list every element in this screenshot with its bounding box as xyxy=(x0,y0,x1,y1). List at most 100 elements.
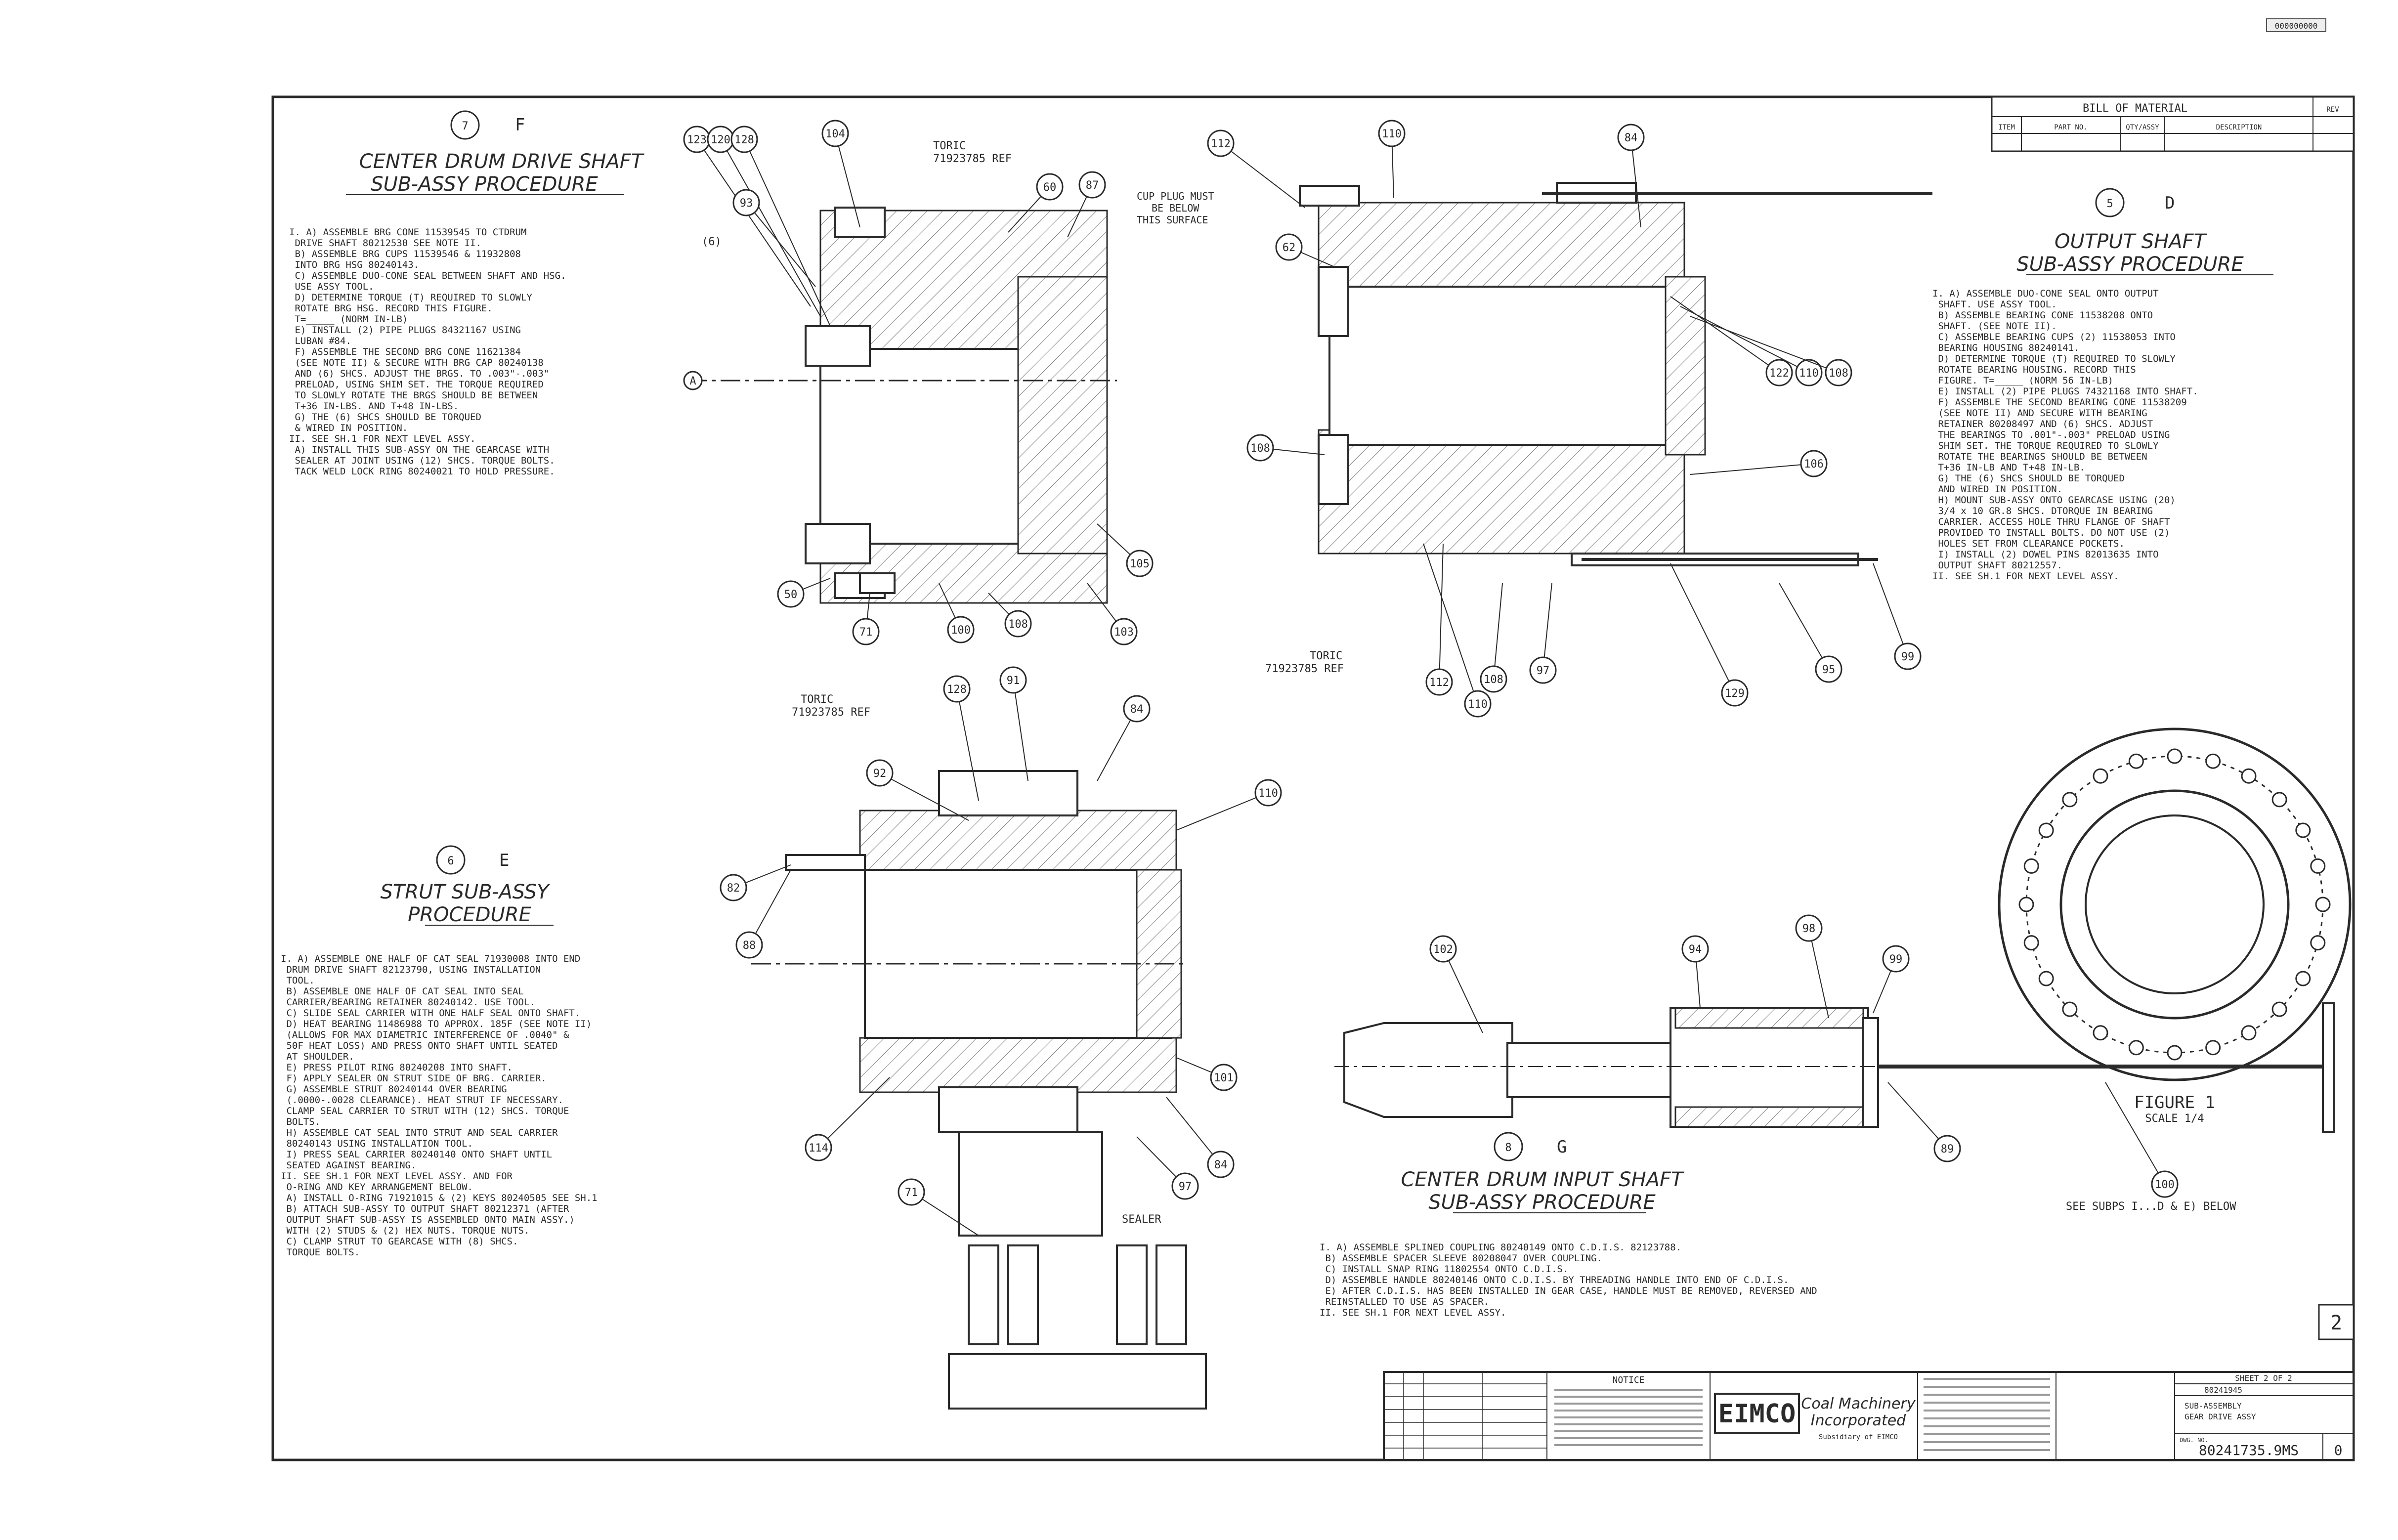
e-step-line: (ALLOWS FOR MAX DIAMETRIC INTERFERENCE O… xyxy=(281,1029,569,1040)
sheet-marker: 2 xyxy=(2330,1312,2342,1334)
view-e-toric-label: TORIC xyxy=(801,693,833,706)
leader-line xyxy=(1808,928,1829,1019)
view-d-procedure: 5 D OUTPUT SHAFT SUB-ASSY PROCEDURE I. A… xyxy=(1932,188,2273,582)
callout-balloon xyxy=(720,874,747,901)
sheet-border xyxy=(271,95,2355,1461)
d-step-line: B) ASSEMBLE BEARING CONE 11538208 ONTO xyxy=(1932,310,2153,321)
d-step-line: OUTPUT SHAFT 80212557. xyxy=(1932,560,2062,571)
callout-balloon xyxy=(1210,1064,1238,1091)
callout-number: 122 xyxy=(1769,367,1789,380)
f-step-line: AND (6) SHCS. ADJUST THE BRGS. TO .003"-… xyxy=(289,368,549,379)
f-step-line: II. SEE SH.1 FOR NEXT LEVEL ASSY. xyxy=(289,433,476,444)
bolt-hole xyxy=(2128,753,2144,769)
e-step-line: CLAMP SEAL CARRIER TO STRUT WITH (12) SH… xyxy=(281,1106,569,1116)
leader-line xyxy=(835,133,860,228)
view-f-procedure: 7 F CENTER DRUM DRIVE SHAFT SUB-ASSY PRO… xyxy=(289,110,645,477)
leader-line xyxy=(744,139,831,327)
callout-number: 95 xyxy=(1822,664,1836,676)
bolt-hole xyxy=(2023,935,2039,951)
e-step-line: G) ASSEMBLE STRUT 80240144 OVER BEARING xyxy=(281,1084,507,1095)
view-d-note-surface: THIS SURFACE xyxy=(1137,214,1208,226)
bolt-hole xyxy=(2167,748,2183,764)
bom-rev: REV xyxy=(2326,106,2339,114)
corner-stamp: 000000000 xyxy=(2275,21,2318,31)
leader-line xyxy=(1423,543,1478,704)
callout-balloon xyxy=(943,675,971,703)
callout-number: 62 xyxy=(1283,242,1296,254)
callout-number: 82 xyxy=(727,882,740,895)
f-step-line: & WIRED IN POSITION. xyxy=(289,423,408,433)
bolt-hole xyxy=(2241,768,2257,784)
d-step-line: CARRIER. ACCESS HOLE THRU FLANGE OF SHAF… xyxy=(1932,516,2170,527)
g-step-line: C) INSTALL SNAP RING 11802554 ONTO C.D.I… xyxy=(1320,1264,1568,1275)
view-e-title-line1: STRUT SUB-ASSY xyxy=(380,881,551,903)
callout-number: 110 xyxy=(1468,698,1488,711)
bolt-hole xyxy=(2295,822,2311,838)
d-step-line: ROTATE THE BEARINGS SHOULD BE BETWEEN xyxy=(1932,451,2147,462)
view-e-steps: I. A) ASSEMBLE ONE HALF OF CAT SEAL 7193… xyxy=(281,953,598,1258)
bolt-hole xyxy=(2062,1001,2078,1017)
view-d-toric-part: 71923785 REF xyxy=(1265,663,1344,675)
bolt-hole xyxy=(2062,792,2078,808)
callout-balloon xyxy=(1894,642,1922,670)
leader-line xyxy=(1439,543,1444,683)
bolt-hole xyxy=(2023,858,2039,874)
leader-line xyxy=(1097,708,1137,781)
view-g-procedure: 8 G CENTER DRUM INPUT SHAFT SUB-ASSY PRO… xyxy=(1320,1132,1817,1318)
f-step-line: B) ASSEMBLE BRG CUPS 11539546 & 11932808 xyxy=(289,249,521,259)
leader-line xyxy=(1690,463,1814,475)
title-line2: GEAR DRIVE ASSY xyxy=(2184,1412,2256,1421)
d-step-line: FIGURE. T=_____ (NORM 56 IN-LB) xyxy=(1932,375,2113,386)
dwg-no-label: DWG. NO. xyxy=(2180,1437,2208,1444)
callout-number: 93 xyxy=(740,197,753,210)
leader-line xyxy=(1166,1097,1221,1165)
view-f-toric-part: 71923785 REF xyxy=(933,153,1012,165)
callout-balloon xyxy=(1800,450,1828,477)
g-step-line: II. SEE SH.1 FOR NEXT LEVEL ASSY. xyxy=(1320,1307,1506,1318)
callout-number: 88 xyxy=(743,940,756,952)
callout-number: 71 xyxy=(859,626,873,639)
bolt-hole xyxy=(2271,1001,2287,1017)
leader-line xyxy=(1670,563,1735,693)
e-step-line: II. SEE SH.1 FOR NEXT LEVEL ASSY. AND FO… xyxy=(281,1171,513,1182)
g-step-line: REINSTALLED TO USE AS SPACER. xyxy=(1320,1296,1489,1307)
callout-number: 97 xyxy=(1537,665,1550,677)
view-e-toric-part: 71923785 REF xyxy=(792,706,870,719)
bom-header-description: DESCRIPTION xyxy=(2216,124,2262,131)
callout-balloon xyxy=(732,189,760,216)
f-step-line: SEALER AT JOINT USING (12) SHCS. TORQUE … xyxy=(289,455,555,466)
e-step-line: H) ASSEMBLE CAT SEAL INTO STRUT AND SEAL… xyxy=(281,1127,558,1138)
e-step-line: BOLTS. xyxy=(281,1116,320,1127)
view-g-title-line2: SUB-ASSY PROCEDURE xyxy=(1428,1191,1656,1214)
f-step-line: D) DETERMINE TORQUE (T) REQUIRED TO SLOW… xyxy=(289,292,532,303)
f-step-line: C) ASSEMBLE DUO-CONE SEAL BETWEEN SHAFT … xyxy=(289,270,566,281)
bolt-hole xyxy=(2128,1040,2144,1056)
part-ref: 80241945 xyxy=(2204,1385,2242,1395)
callout-balloon xyxy=(735,931,763,959)
f-step-line: A) INSTALL THIS SUB-ASSY ON THE GEARCASE… xyxy=(289,444,549,455)
bom-title: BILL OF MATERIAL xyxy=(2083,102,2187,115)
bolt-hole xyxy=(2241,1025,2257,1041)
bolt-hole xyxy=(2018,897,2034,912)
callout-number: 106 xyxy=(1804,458,1824,471)
bolt-hole xyxy=(2093,1025,2108,1041)
callout-balloon xyxy=(1765,359,1793,386)
callout-number: 105 xyxy=(1130,558,1150,570)
figure-1-title: FIGURE 1 xyxy=(2134,1093,2215,1112)
f-step-line: ROTATE BRG HSG. RECORD THIS FIGURE. xyxy=(289,303,493,314)
callout-balloon xyxy=(1681,935,1709,963)
view-e-drawing: TORIC 71923785 REF SEALER xyxy=(751,693,1207,1410)
f-step-line: TACK WELD LOCK RING 80240021 TO HOLD PRE… xyxy=(289,466,555,477)
view-d-item-number: 5 xyxy=(2106,198,2113,210)
e-step-line: E) PRESS PILOT RING 80240208 INTO SHAFT. xyxy=(281,1062,513,1073)
d-step-line: C) ASSEMBLE BEARING CUPS (2) 11538053 IN… xyxy=(1932,332,2176,342)
callout-balloon xyxy=(1078,171,1106,199)
callout-number: 112 xyxy=(1211,138,1231,150)
callout-balloon xyxy=(1429,935,1457,963)
view-f-toric-label: TORIC xyxy=(933,140,966,152)
callout-balloon xyxy=(1207,1151,1235,1178)
view-e-title-line2: PROCEDURE xyxy=(408,903,531,926)
e-step-line: F) APPLY SEALER ON STRUT SIDE OF BRG. CA… xyxy=(281,1073,547,1084)
